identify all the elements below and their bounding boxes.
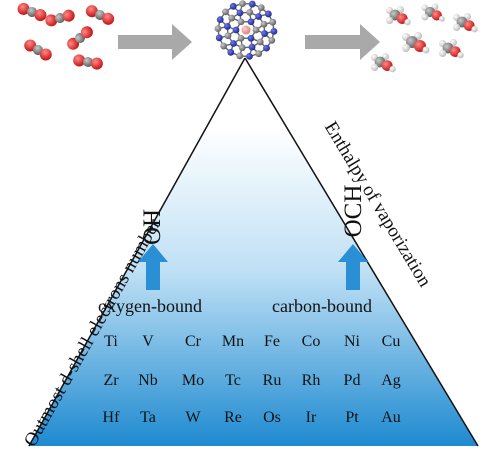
element-symbol: Ag xyxy=(381,372,401,390)
co2-molecule-icon xyxy=(16,1,116,70)
och-label: OCH xyxy=(340,183,368,239)
element-symbol: Ta xyxy=(140,409,156,427)
process-arrow-left xyxy=(118,24,192,60)
catalyst-framework-icon xyxy=(215,0,278,60)
element-symbol: W xyxy=(185,409,200,427)
element-symbol: Re xyxy=(224,409,242,427)
element-symbol: Cr xyxy=(185,333,201,351)
oxygen-bound-label: oxygen-bound xyxy=(98,296,202,317)
element-symbol: Pt xyxy=(345,409,358,427)
element-symbol: Cu xyxy=(382,333,401,351)
element-symbol: Nb xyxy=(138,372,158,390)
carbon-bound-label: carbon-bound xyxy=(272,296,372,317)
element-symbol: Ir xyxy=(306,409,317,427)
oh-label: OH xyxy=(139,209,167,245)
element-symbol: Pd xyxy=(344,372,361,390)
element-symbol: Tc xyxy=(225,372,241,390)
element-symbol: Rh xyxy=(302,372,321,390)
element-symbol: Co xyxy=(302,333,321,351)
element-symbol: Fe xyxy=(264,333,280,351)
element-symbol: V xyxy=(142,333,154,351)
element-symbol: Ru xyxy=(263,372,282,390)
element-symbol: Hf xyxy=(103,409,120,427)
element-symbol: Mo xyxy=(182,372,204,390)
element-symbol: Zr xyxy=(103,372,118,390)
element-symbol: Au xyxy=(381,409,401,427)
methanol-molecule-icon xyxy=(371,4,478,73)
element-symbol: Ti xyxy=(104,333,118,351)
element-symbol: Ni xyxy=(344,333,360,351)
element-symbol: Os xyxy=(263,409,281,427)
element-symbol: Mn xyxy=(222,333,244,351)
process-arrow-right xyxy=(305,24,380,60)
